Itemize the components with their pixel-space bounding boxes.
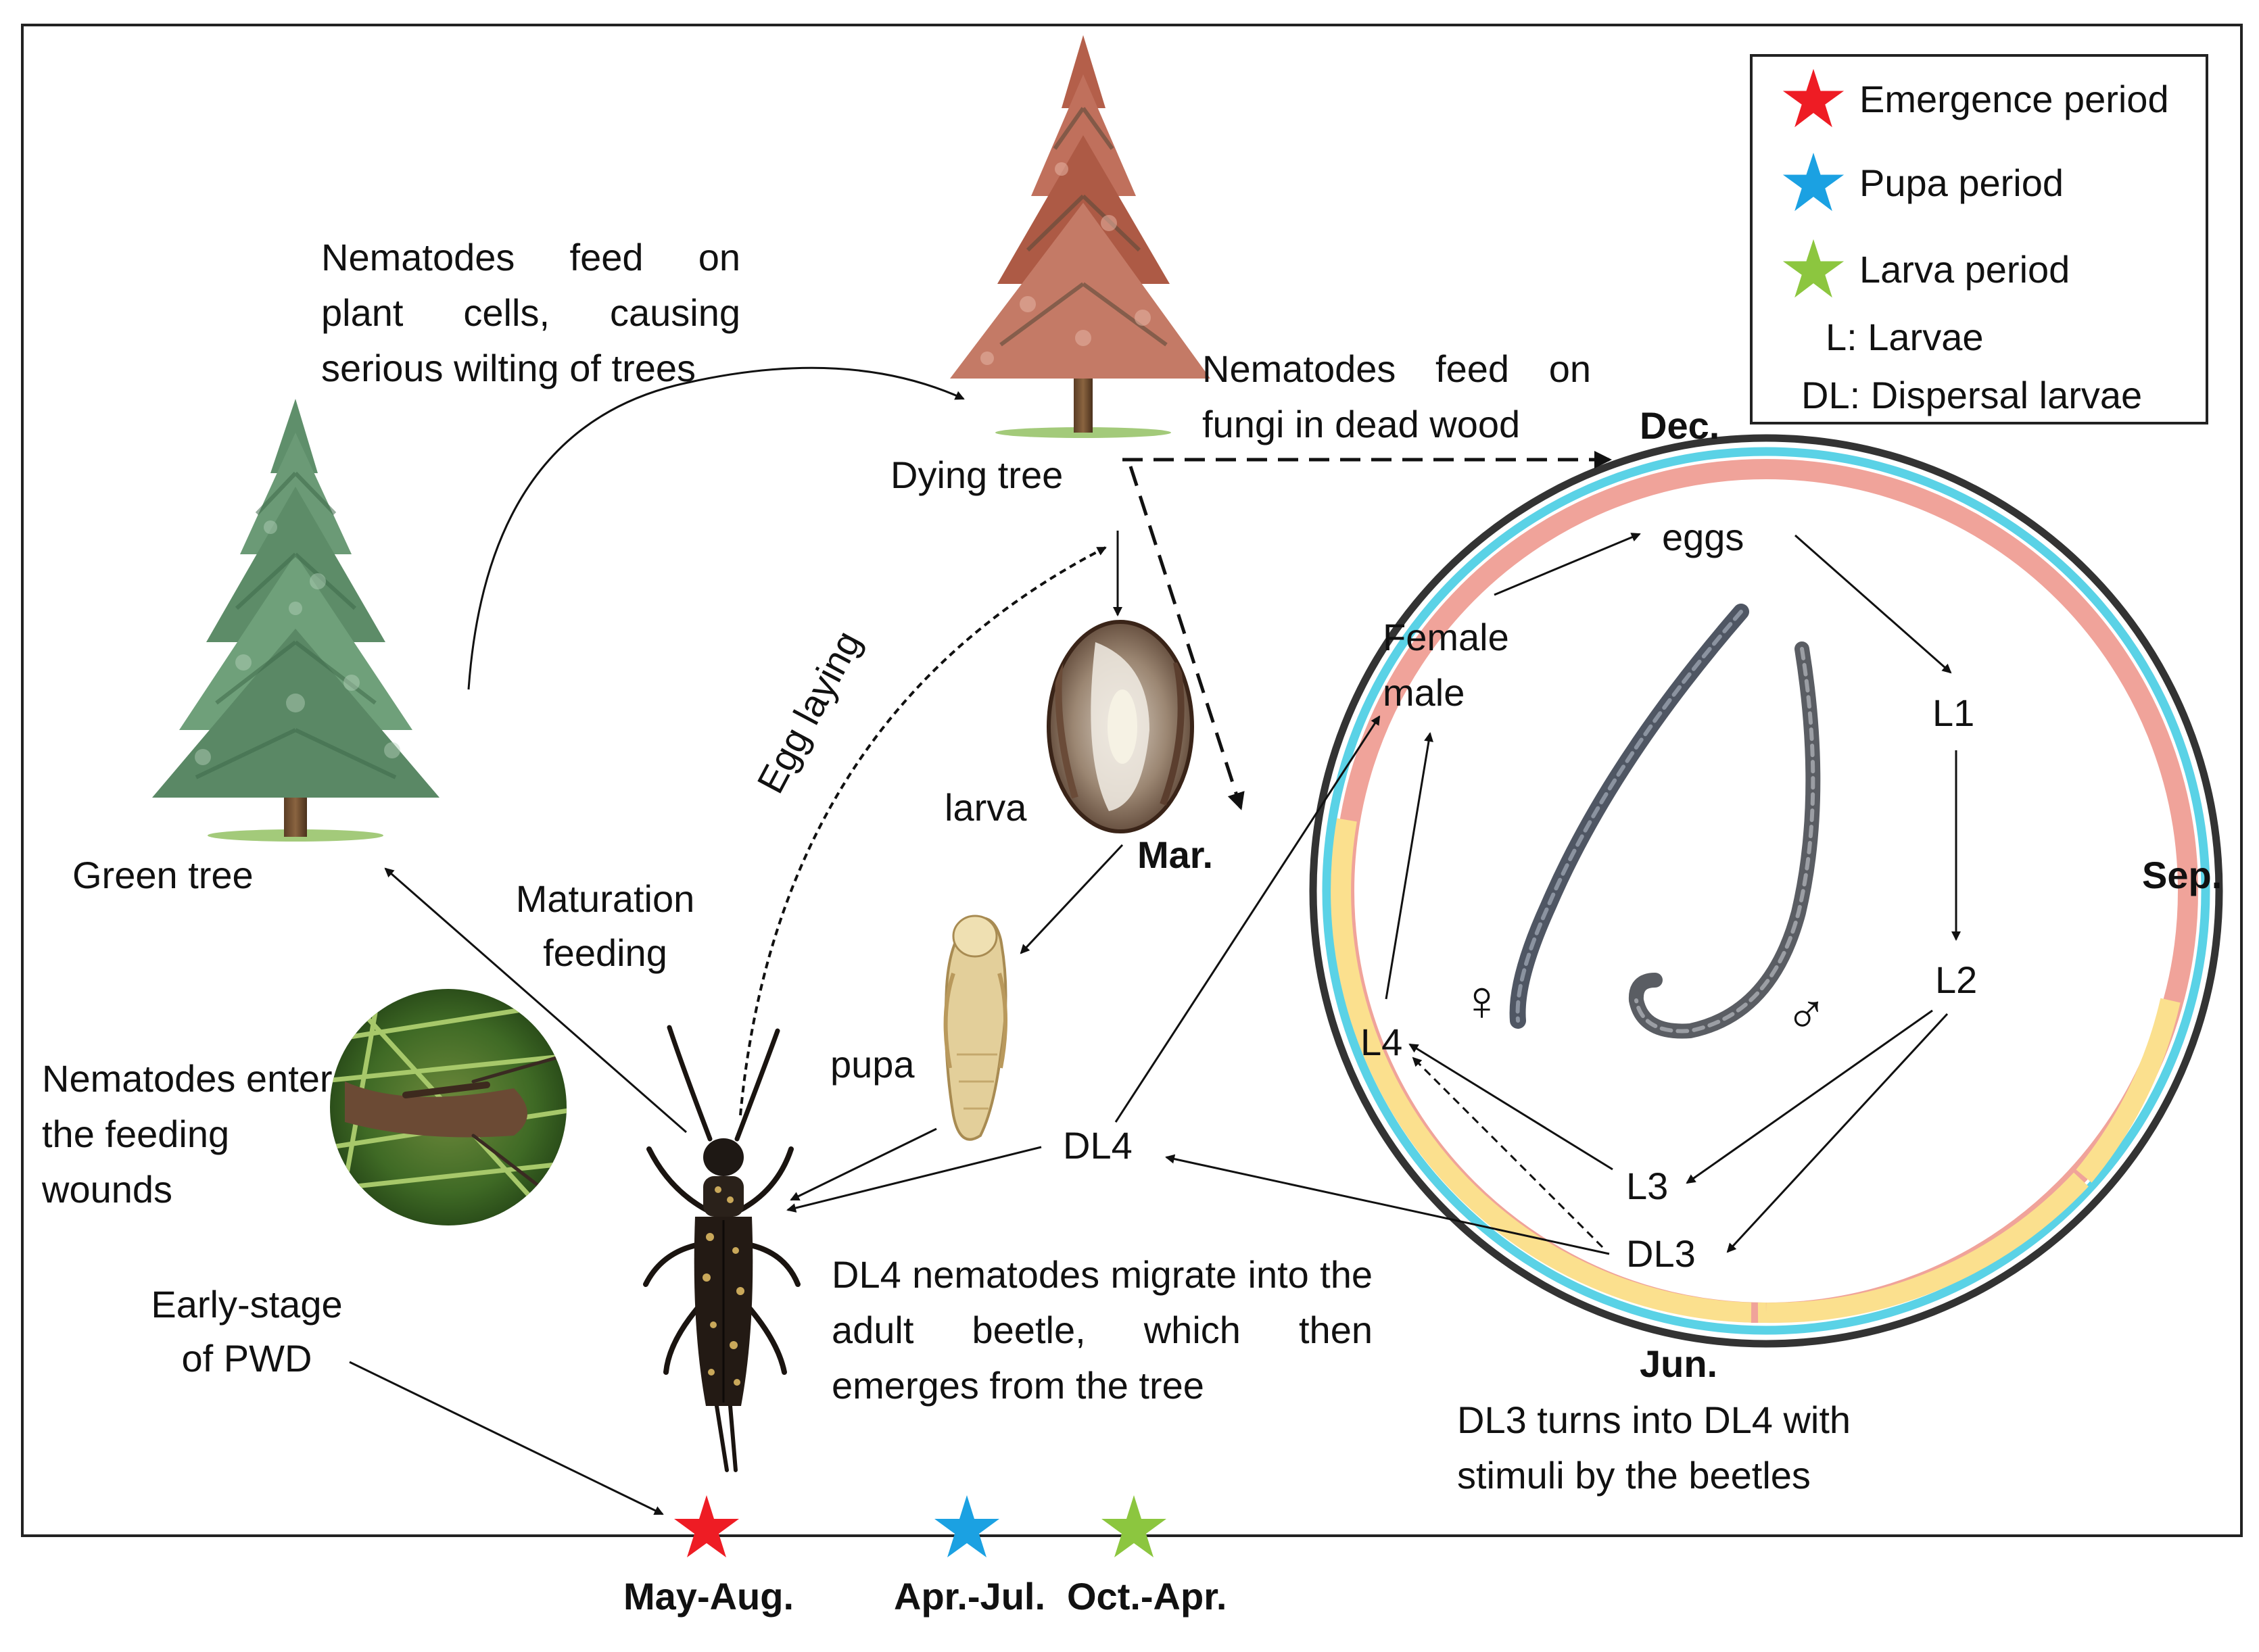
nematode-cycle-ring [1309,434,2223,1348]
dying-tree-label: Dying tree [890,454,1064,496]
legend-item-pupa: Pupa period [1781,150,2064,215]
arrow-early-to-may [349,1361,664,1515]
stage-female: Female [1383,616,1509,658]
pupa-image [943,915,1007,1141]
female-nematode-image [1509,604,1749,1029]
legend-label: Emergence period [1859,77,2169,120]
month-dec: Dec. [1640,404,1720,447]
stage-l2: L2 [1935,958,1978,1001]
beetle-feeding-photo [330,989,567,1225]
arrow-dl3-to-dl4 [1165,1154,1610,1255]
green-tree-image [152,399,439,842]
red-star-icon [1782,68,1845,128]
larva-image [1047,620,1194,833]
month-jun: Jun. [1640,1342,1718,1385]
female-symbol: ♀ [1460,969,1503,1032]
blue-star-icon [1782,152,1845,212]
timeline-star-emergence-icon [674,1495,739,1557]
arrow-larva-to-pupa [1020,844,1124,954]
male-nematode-image [1628,641,1821,1039]
legend: Emergence period Pupa period Larva perio… [1750,54,2208,424]
legend-label: Larva period [1859,247,2070,291]
pupa-label: pupa [830,1043,915,1086]
stage-dl4: DL4 [1063,1124,1133,1167]
dl3-note: DL3 turns into DL4 with stimuli by the b… [1457,1399,1851,1497]
arrow-dl3-to-l4 [1412,1056,1604,1248]
timeline-label-emergence: May-Aug. [623,1575,794,1618]
stage-dl3: DL3 [1626,1232,1696,1275]
migrate-note: DL4 nematodes migrate into the adult bee… [832,1253,1373,1407]
arrow-egglaying [739,546,1107,1116]
early-stage-label: Early-stage of PWD [151,1283,343,1380]
arrow-female-to-eggs [1494,533,1641,596]
timeline-star-larva-icon [1101,1495,1166,1557]
stage-eggs: eggs [1662,516,1744,558]
legend-label: Pupa period [1859,161,2064,204]
larva-label: larva [945,786,1027,829]
male-symbol: ♂ [1785,982,1828,1046]
legend-abbrev-l: L: Larvae [1826,316,1984,358]
arrow-l4-to-female [1385,732,1433,1000]
fungi-note: Nematodes feed on fungi in dead wood [1202,347,1591,445]
month-mar: Mar. [1137,833,1214,876]
arrow-dying-to-mar [1128,466,1245,810]
legend-item-emergence: Emergence period [1781,66,2169,131]
arrow-dl4-to-beetle [786,1146,1042,1213]
green-star-icon [1782,239,1845,298]
arrow-pupa-to-beetle [790,1127,937,1201]
arrow-l3-to-l4 [1408,1043,1613,1171]
timeline-label-pupa: Apr.-Jul. [894,1575,1046,1618]
enter-wounds-note: Nematodes enter the feeding wounds [42,1057,333,1211]
timeline-label-larva: Oct.-Apr. [1067,1575,1227,1618]
dying-tree-image [950,35,1210,438]
arrow-green-to-dying [467,366,965,690]
adult-beetle-body [694,1138,753,1406]
arrow-beetle-to-green [384,867,687,1134]
timeline-star-pupa-icon [934,1495,999,1557]
maturation-feeding-label: Maturation feeding [515,877,695,974]
stage-l4: L4 [1360,1021,1403,1063]
green-tree-label: Green tree [72,854,254,896]
arrow-l2-to-l3 [1686,1009,1933,1184]
arrow-dl4-to-female [1114,715,1381,1123]
arrow-l2-to-dl3 [1726,1013,1949,1253]
stage-l1: L1 [1932,691,1975,734]
legend-abbrev-dl: DL: Dispersal larvae [1801,374,2143,416]
stage-l3: L3 [1626,1165,1669,1207]
stage-male: male [1383,671,1465,714]
arrow-eggs-to-l1 [1794,534,1952,674]
legend-item-larva: Larva period [1781,237,2070,301]
wilting-note: Nematodes feed on plant cells, causing s… [321,236,740,389]
month-sep: Sep. [2142,854,2222,896]
